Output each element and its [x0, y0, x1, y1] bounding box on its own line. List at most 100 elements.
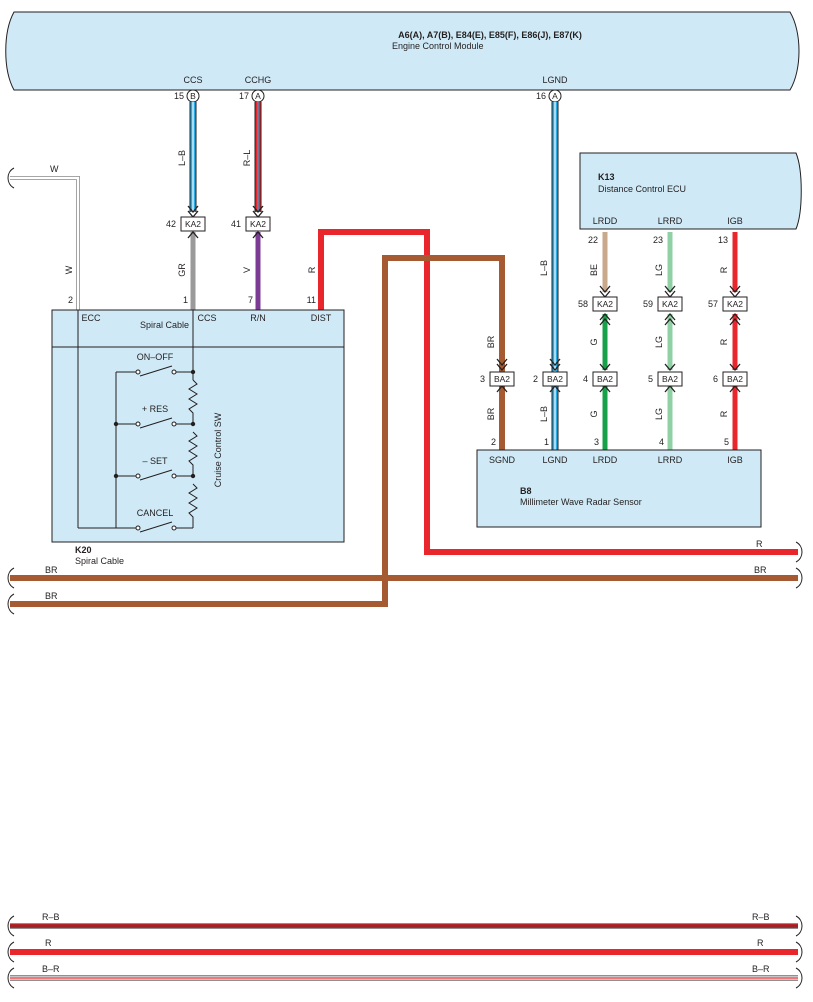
k13-pin-lrrd: 23 [653, 235, 663, 245]
splice-ka2-ccs: KA2 42 [166, 216, 206, 232]
junction-dots [113, 369, 196, 479]
wire-ecc: W W [7, 164, 80, 310]
ka2-ccs-label: KA2 [185, 219, 201, 229]
ecm-pin-lgnd: 16 [536, 91, 546, 101]
ecm-conn-cchg: A [255, 91, 261, 101]
bottom-br-right: B–R [752, 964, 770, 974]
k13-term-igb: IGB [727, 216, 743, 226]
ba2-lrdd-label: BA2 [597, 374, 613, 384]
switch-on-off-label: ON–OFF [137, 352, 174, 362]
bus-label-br1: BR [754, 565, 767, 575]
wire-label-igb-top: R [719, 266, 729, 273]
ka2-lrdd-label: KA2 [597, 299, 613, 309]
ba2-br-label: BA2 [494, 374, 510, 384]
wire-igb: R R R [719, 232, 741, 450]
splice-ba2-lgnd: BA2 2 [533, 371, 568, 387]
wire-label-lrrd-top: LG [654, 264, 664, 276]
k13-pin-igb: 13 [718, 235, 728, 245]
wire-label-lgnd: L–B [539, 260, 549, 276]
k13-name: Distance Control ECU [598, 184, 686, 194]
wire-lrdd: BE G G [589, 232, 611, 450]
ecm-term-ccs: CCS [183, 75, 202, 85]
b8-term-lrrd: LRRD [658, 455, 683, 465]
b8-term-lrdd: LRDD [593, 455, 618, 465]
cruise-control-switch-circuit [77, 310, 198, 533]
wire-label-dist: R [307, 266, 317, 273]
k20-pin-ccs: 1 [183, 295, 188, 305]
ecm-conn-ccs: B [190, 91, 196, 101]
k20-pin-ecc: 2 [68, 295, 73, 305]
switch-set-label: – SET [142, 456, 168, 466]
k13-connector: K13 Distance Control ECU LRDD LRRD IGB 2… [579, 152, 802, 245]
wire-label-br-top: BR [486, 335, 496, 348]
wire-ccs: L–B GR [177, 102, 199, 310]
b8-pin-lrrd: 4 [659, 437, 664, 447]
k20-pin-dist: 11 [307, 295, 316, 305]
switch-res-label: + RES [142, 404, 168, 414]
bus-upper: R BR BR BR [7, 539, 803, 615]
ecm-title: A6(A), A7(B), E84(E), E85(F), E86(J), E8… [398, 30, 582, 40]
bottom-bus: R–B R–B R R B–R B–R [7, 912, 803, 989]
k13-term-lrdd: LRDD [593, 216, 618, 226]
b8-connector: SGND LGND LRDD LRRD IGB B8 Millimeter Wa… [476, 437, 762, 528]
ka2-lrdd-pin: 58 [578, 299, 588, 309]
splice-ba2-br: BA2 3 [480, 371, 515, 387]
ecm-pin-cchg: 17 [239, 91, 249, 101]
b8-code: B8 [520, 486, 532, 496]
wire-label-lrdd-bot: G [589, 410, 599, 417]
b8-pin-igb: 5 [724, 437, 729, 447]
wire-label-igb-bot: R [719, 410, 729, 417]
ecm-term-lgnd: LGND [542, 75, 568, 85]
k13-term-lrrd: LRRD [658, 216, 683, 226]
bus-label-br-left2: BR [45, 591, 58, 601]
b8-name: Millimeter Wave Radar Sensor [520, 497, 642, 507]
bus-label-br-left1: BR [45, 565, 58, 575]
b8-term-lgnd: LGND [542, 455, 568, 465]
ba2-lrrd-label: BA2 [662, 374, 678, 384]
b8-pin-lrdd: 3 [594, 437, 599, 447]
b8-term-igb: IGB [727, 455, 743, 465]
wire-cchg: R–L V [242, 102, 264, 310]
switch-contacts [135, 369, 177, 531]
k20-term-rn: R/N [250, 313, 266, 323]
bottom-br-left: B–R [42, 964, 60, 974]
wire-lgnd: L–B L–B [539, 102, 561, 450]
b8-pin-lgnd: 1 [544, 437, 549, 447]
wire-label-ccs-top: L–B [177, 150, 187, 166]
ecm-pins: B 15 A 17 A 16 [174, 89, 562, 103]
wire-label-lrdd-mid: G [589, 338, 599, 345]
ecm-connector: A6(A), A7(B), E84(E), E85(F), E86(J), E8… [5, 11, 800, 91]
k20-code: K20 [75, 545, 92, 555]
wire-label-igb-mid: R [719, 338, 729, 345]
k20-name: Spiral Cable [75, 556, 124, 566]
ba2-lgnd-pin: 2 [533, 374, 538, 384]
k20-inner-label: Spiral Cable [140, 320, 189, 330]
wire-label-br-bot: BR [486, 407, 496, 420]
cruise-control-sw-label: Cruise Control SW [213, 412, 223, 487]
b8-pin-sgnd: 2 [491, 437, 496, 447]
ecm-term-cchg: CCHG [245, 75, 272, 85]
wire-lrrd: LG LG LG [654, 232, 676, 450]
ka2-igb-label: KA2 [727, 299, 743, 309]
wire-label-lrrd-mid: LG [654, 336, 664, 348]
bus-label-r: R [756, 539, 763, 549]
k20-connector: ECC CCS R/N DIST Spiral Cable 2 1 7 11 K… [51, 295, 345, 566]
k20-term-dist: DIST [311, 313, 332, 323]
splice-ka2-igb: KA2 57 [708, 296, 748, 312]
bottom-rb-left: R–B [42, 912, 60, 922]
ka2-lrrd-pin: 59 [643, 299, 653, 309]
ecm-pin-ccs: 15 [174, 91, 184, 101]
k13-code: K13 [598, 172, 615, 182]
ba2-lrdd-pin: 4 [583, 374, 588, 384]
ka2-cchg-pin: 41 [231, 219, 241, 229]
k13-pin-lrdd: 22 [588, 235, 598, 245]
splice-ba2-lrdd: BA2 4 [583, 371, 618, 387]
switch-cancel-label: CANCEL [137, 508, 174, 518]
wire-sgnd: BR BR [10, 255, 508, 607]
ka2-cchg-label: KA2 [250, 219, 266, 229]
bottom-rb-right: R–B [752, 912, 770, 922]
bottom-r-right: R [757, 938, 764, 948]
ka2-lrrd-label: KA2 [662, 299, 678, 309]
ba2-lrrd-pin: 5 [648, 374, 653, 384]
